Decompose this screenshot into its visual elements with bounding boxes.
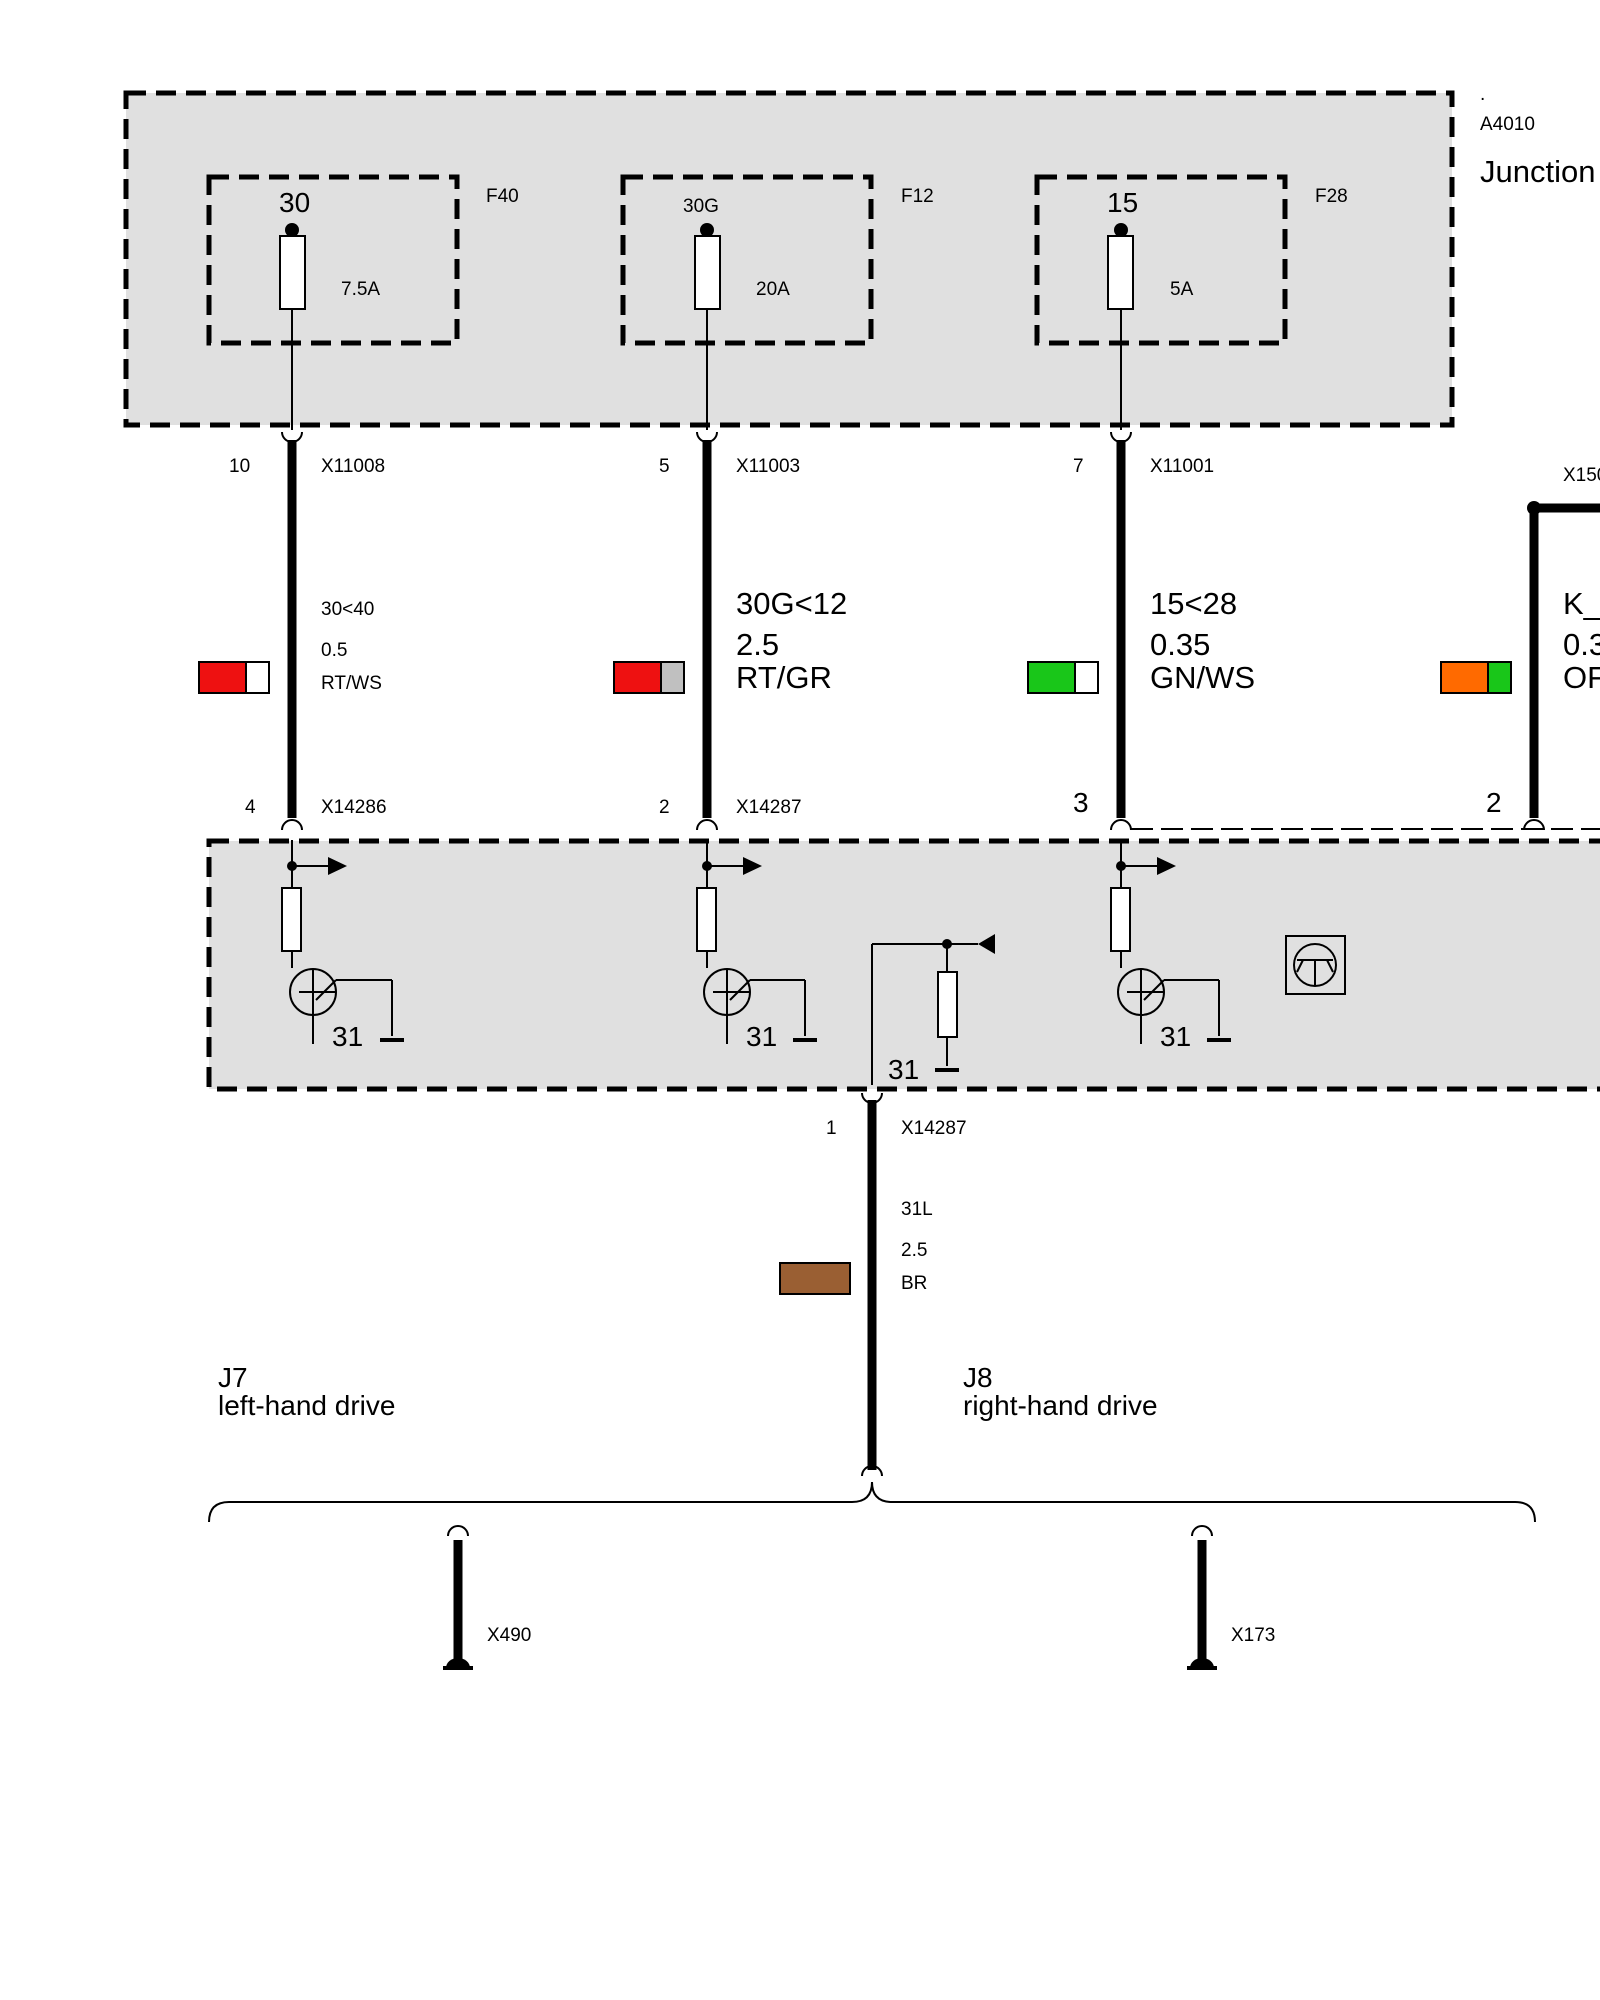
wire-gauge: 0.5	[321, 640, 347, 661]
wire-30-40: 10 X11008 30<40 0.5 RT/WS 4 X14286	[198, 431, 387, 831]
bottom-connector: X14286	[321, 797, 387, 818]
wire-gauge: 2.5	[736, 627, 779, 662]
ground-wire: 1 X14287 31L 2.5 BR	[779, 1092, 967, 1477]
variant-label: left-hand drive	[218, 1390, 395, 1421]
color-swatch	[1027, 661, 1099, 694]
ground-signal: 31L	[901, 1199, 933, 1220]
bottom-pin: 2	[1486, 787, 1502, 818]
swatch-main	[1440, 661, 1489, 694]
wire-color-code: OF	[1563, 660, 1600, 695]
ground-connector: X14287	[901, 1118, 967, 1139]
variant-brace	[208, 1481, 1536, 1523]
wire-gauge: 0.3	[1563, 627, 1600, 662]
fuse-f28: 15 F28 5A	[1034, 174, 1348, 430]
variant-j8: J8 right-hand drive X173	[963, 1362, 1275, 1670]
transistor-icon	[1285, 935, 1346, 995]
wire-signal: 30<40	[321, 599, 374, 620]
swatch-stripe	[660, 661, 685, 694]
color-swatch	[198, 661, 270, 694]
fuse-f12: 30G F12 20A	[620, 174, 934, 430]
wire-signal: 30G<12	[736, 586, 847, 621]
swatch-stripe	[1074, 661, 1099, 694]
output-stage-2: 31	[696, 840, 817, 1052]
fuse-name: F28	[1315, 186, 1348, 207]
ground-color-code: BR	[901, 1273, 927, 1294]
ground-gauge: 2.5	[901, 1240, 927, 1261]
top-connector: X11001	[1150, 456, 1214, 477]
module-dot: .	[1480, 84, 1485, 105]
top-pin: 5	[659, 456, 670, 477]
swatch-main	[613, 661, 662, 694]
ground-label: 31	[1160, 1021, 1191, 1052]
junction-box	[123, 90, 1455, 428]
swatch-main	[1027, 661, 1076, 694]
wire-gauge: 0.35	[1150, 627, 1210, 662]
variant-code: J8	[963, 1362, 993, 1393]
input-stage: 31	[871, 934, 995, 1085]
fuse-name: F12	[901, 186, 934, 207]
ground-label: 31	[746, 1021, 777, 1052]
fuse-rating: 5A	[1170, 279, 1194, 300]
variant-code: J7	[218, 1362, 248, 1393]
wire-k: X150 K_ 0.3 OF 2	[1440, 465, 1600, 831]
color-swatch	[613, 661, 685, 694]
color-swatch	[1440, 661, 1512, 694]
bottom-connector: X14287	[736, 797, 802, 818]
wire-color-code: RT/GR	[736, 660, 832, 695]
ground-color-swatch	[779, 1262, 851, 1295]
wire-color-code: RT/WS	[321, 673, 382, 694]
top-pin: 7	[1073, 456, 1084, 477]
module-title: Junction	[1480, 154, 1595, 189]
bottom-pin: 4	[245, 797, 256, 818]
wire-15-28: 7 X11001 15<28 0.35 GN/WS 3	[1027, 431, 1255, 831]
module-id: A4010	[1480, 114, 1535, 135]
wire-30g-12: 5 X11003 30G<12 2.5 RT/GR 2 X14287	[613, 431, 847, 831]
fuse-terminal: 30G	[683, 196, 719, 217]
ground-pin: 1	[826, 1118, 837, 1139]
control-module	[206, 838, 1600, 1092]
bottom-pin: 3	[1073, 787, 1089, 818]
top-connector: X11003	[736, 456, 800, 477]
top-connector: X11008	[321, 456, 385, 477]
top-pin: 10	[229, 456, 250, 477]
wire-signal: 15<28	[1150, 586, 1237, 621]
output-stage-1: 31	[281, 840, 404, 1052]
fuse-rating: 7.5A	[341, 279, 380, 300]
ground-label: 31	[332, 1021, 363, 1052]
swatch-main	[198, 661, 247, 694]
swatch-stripe	[245, 661, 270, 694]
variant-connector: X173	[1231, 1625, 1275, 1646]
wire-signal: K_	[1563, 586, 1600, 621]
fuse-f40: 30 F40 7.5A	[206, 174, 519, 430]
fuse-terminal: 30	[279, 187, 310, 218]
top-connector: X150	[1563, 465, 1600, 486]
output-stage-3: 31	[1110, 840, 1231, 1052]
wire-color-code: GN/WS	[1150, 660, 1255, 695]
bottom-pin: 2	[659, 797, 670, 818]
variant-label: right-hand drive	[963, 1390, 1158, 1421]
fuse-rating: 20A	[756, 279, 790, 300]
ground-label: 31	[888, 1054, 919, 1085]
variant-connector: X490	[487, 1625, 531, 1646]
fuse-terminal: 15	[1107, 187, 1138, 218]
variant-j7: J7 left-hand drive X490	[218, 1362, 531, 1670]
swatch-stripe	[1487, 661, 1512, 694]
fuse-name: F40	[486, 186, 519, 207]
